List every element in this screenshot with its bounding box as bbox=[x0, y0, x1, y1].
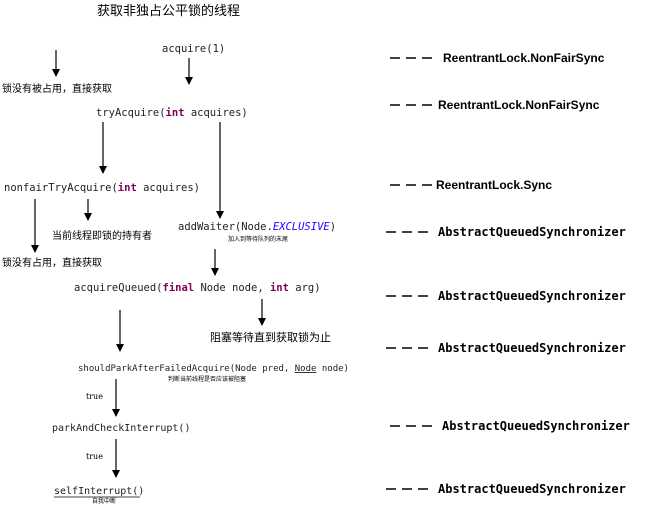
self-interrupt-note: 自我中断 bbox=[92, 497, 116, 505]
note-unlocked-direct-1: 锁没有被占用，直接获取 bbox=[2, 82, 112, 95]
self-interrupt-node: selfInterrupt() bbox=[54, 486, 144, 497]
legend-row-1: ReentrantLock.NonFairSync bbox=[390, 51, 605, 65]
legend-label: AbstractQueuedSynchronizer bbox=[438, 225, 626, 239]
acquire-queued-node: acquireQueued(final Node node, int arg) bbox=[74, 282, 321, 294]
legend-row-7: AbstractQueuedSynchronizer bbox=[390, 419, 630, 433]
note-unlocked-direct-2: 锁没有占用，直接获取 bbox=[2, 256, 102, 269]
diagram-title: 获取非独占公平锁的线程 bbox=[97, 3, 240, 19]
try-acquire-node: tryAcquire(int acquires) bbox=[96, 107, 248, 119]
legend-row-6: AbstractQueuedSynchronizer bbox=[386, 341, 626, 355]
legend-row-5: AbstractQueuedSynchronizer bbox=[386, 289, 626, 303]
legend-row-2: ReentrantLock.NonFairSync bbox=[390, 98, 600, 112]
should-park-note: 判断当前线程是否应该被阻塞 bbox=[168, 375, 246, 383]
add-waiter-node: addWaiter(Node.EXCLUSIVE) bbox=[178, 221, 336, 233]
park-check-interrupt-node: parkAndCheckInterrupt() bbox=[52, 423, 190, 434]
legend-label: AbstractQueuedSynchronizer bbox=[438, 341, 626, 355]
should-park-node: shouldParkAfterFailedAcquire(Node pred, … bbox=[78, 364, 349, 374]
legend-label: ReentrantLock.NonFairSync bbox=[443, 51, 605, 65]
true-label-2: true bbox=[86, 452, 103, 461]
note-current-holder: 当前线程即锁的持有者 bbox=[52, 229, 152, 242]
note-block-until-acquired: 阻塞等待直到获取锁为止 bbox=[210, 330, 331, 344]
nonfair-try-acquire-node: nonfairTryAcquire(int acquires) bbox=[4, 182, 200, 194]
legend-row-8: AbstractQueuedSynchronizer bbox=[386, 482, 626, 496]
add-waiter-note: 加入到等待队列的末尾 bbox=[228, 235, 288, 243]
legend-label: AbstractQueuedSynchronizer bbox=[438, 482, 626, 496]
legend-label: ReentrantLock.Sync bbox=[436, 178, 552, 192]
true-label-1: true bbox=[86, 392, 103, 401]
legend-row-4: AbstractQueuedSynchronizer bbox=[386, 225, 626, 239]
legend-label: AbstractQueuedSynchronizer bbox=[438, 289, 626, 303]
legend-label: AbstractQueuedSynchronizer bbox=[442, 419, 630, 433]
legend-row-3: ReentrantLock.Sync bbox=[390, 178, 552, 192]
acquire-node: acquire(1) bbox=[162, 43, 225, 55]
legend-label: ReentrantLock.NonFairSync bbox=[438, 98, 600, 112]
